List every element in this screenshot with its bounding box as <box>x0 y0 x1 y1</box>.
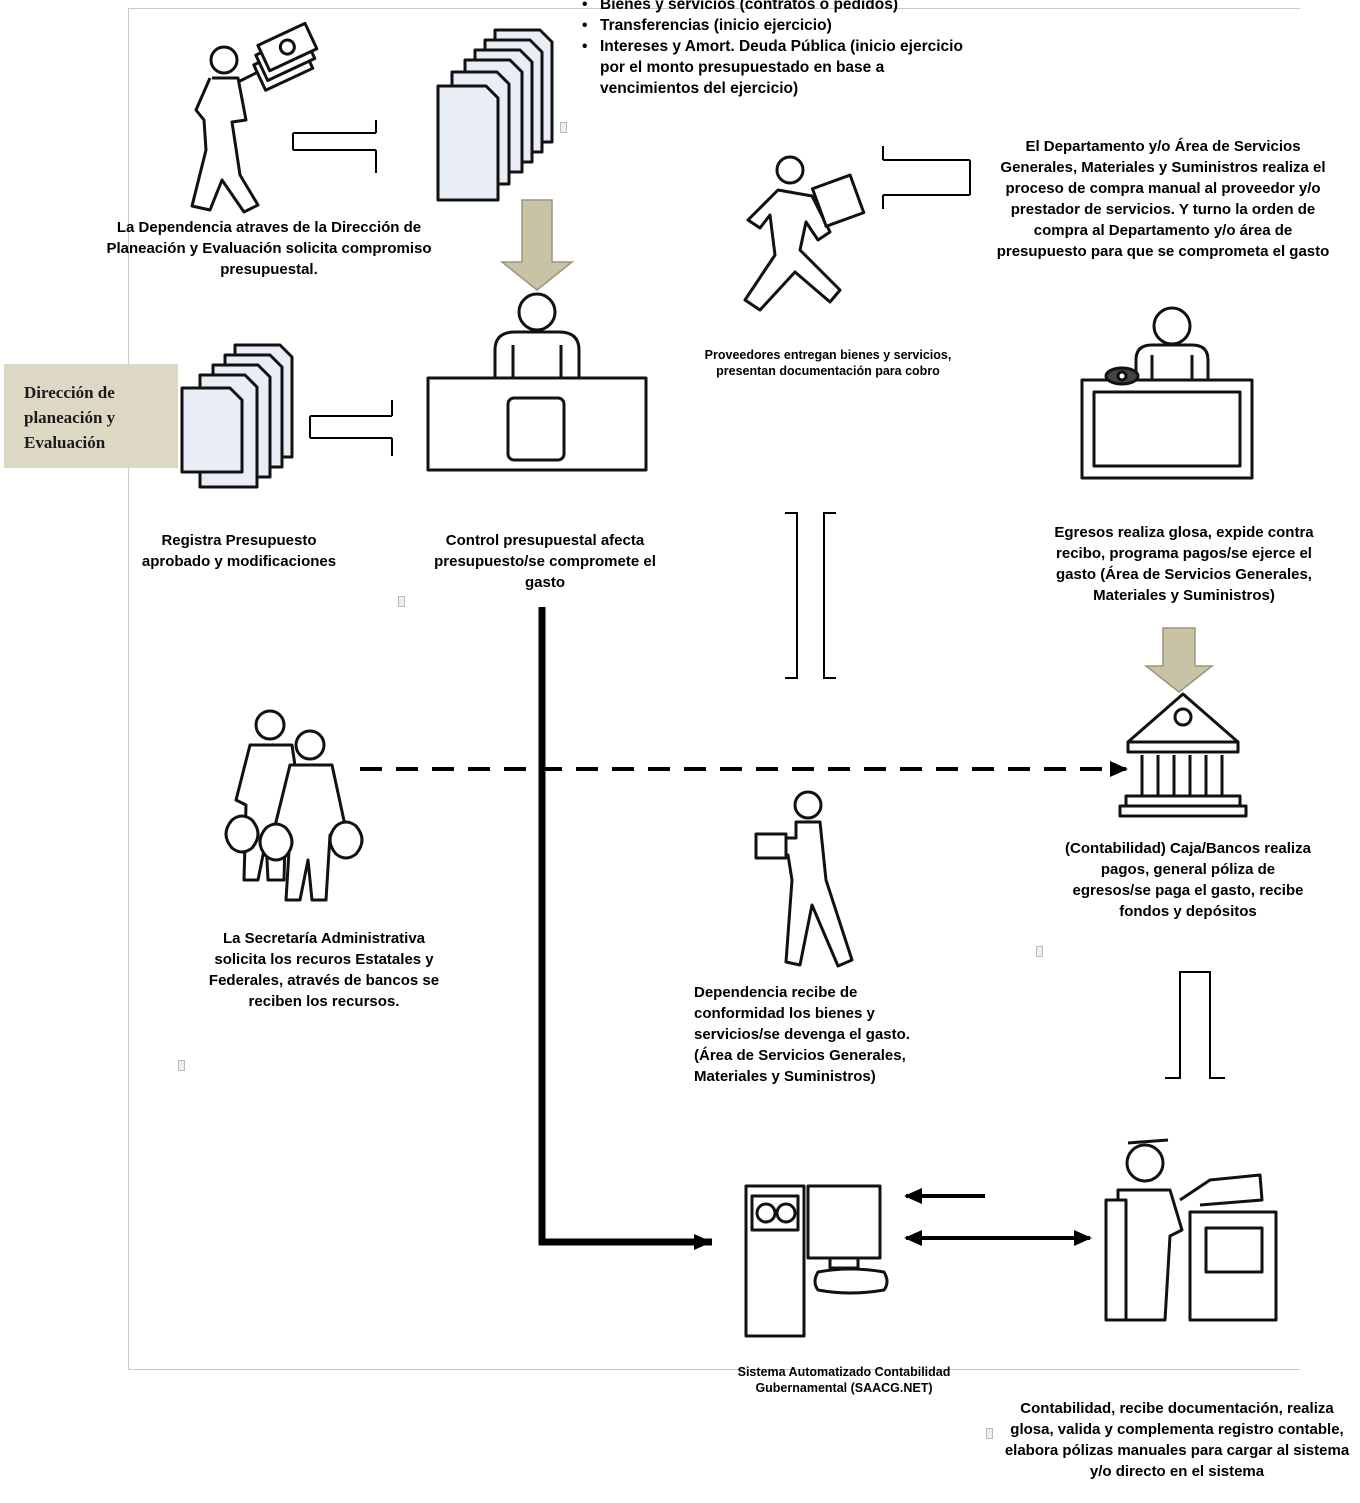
person-with-money-icon <box>190 21 319 214</box>
stray-mark <box>398 596 405 607</box>
bank-icon <box>1118 692 1248 818</box>
step-contabilidad-caja: (Contabilidad) Caja/Bancos realiza pagos… <box>1065 840 1311 920</box>
step-egresos: Egresos realiza glosa, expide contra rec… <box>1054 524 1314 604</box>
stray-mark <box>560 122 567 133</box>
step-registra-presupuesto: Registra Presupuesto aprobado y modifica… <box>141 532 337 570</box>
clerk-at-desk-icon <box>426 292 648 472</box>
bullet-item: Intereses y Amort. Deuda Pública (inicio… <box>578 36 978 99</box>
step-dependencia-recibe: Dependencia recibe de conformidad los bi… <box>694 984 910 1085</box>
bullet-item: Bienes y servicios (contratos o pedidos) <box>578 0 978 15</box>
label-line: Dirección de <box>24 383 115 402</box>
top-bullet-list: Bienes y servicios (contratos o pedidos)… <box>578 0 978 99</box>
stray-mark <box>1036 946 1043 957</box>
frame-bottom-line <box>128 1369 1300 1370</box>
label-line: planeación y <box>24 408 116 427</box>
receptionist-desk-icon <box>1080 306 1254 480</box>
stray-mark <box>178 1060 185 1071</box>
computer-icon <box>744 1184 889 1338</box>
person-carrying-box-icon <box>754 790 854 968</box>
step-control-presupuestal: Control presupuestal afecta presupuesto/… <box>434 532 656 591</box>
step-sistema: Sistema Automatizado Contabilidad Gubern… <box>737 1365 951 1395</box>
planeacion-label-box: Dirección de planeación y Evaluación <box>4 364 178 468</box>
frame-left-line <box>128 8 129 1370</box>
stray-mark <box>986 1428 993 1439</box>
label-line: Evaluación <box>24 433 106 452</box>
step-proveedores: Proveedores entregan bienes y servicios,… <box>704 348 952 378</box>
bullet-item: Transferencias (inicio ejercicio) <box>578 15 978 36</box>
step-solicita-compromiso: La Dependencia atraves de la Dirección d… <box>106 219 432 278</box>
stacked-documents-icon <box>436 28 554 202</box>
people-with-money-bags-icon <box>224 709 364 902</box>
step-servicios-generales: El Departamento y/o Área de Servicios Ge… <box>996 138 1330 260</box>
accountant-at-computer-icon <box>1104 1138 1278 1322</box>
step-secretaria: La Secretaría Administrativa solicita lo… <box>208 930 440 1010</box>
step-contabilidad-recibe: Contabilidad, recibe documentación, real… <box>1004 1400 1350 1480</box>
courier-person-icon <box>743 155 866 312</box>
documents-icon <box>180 343 294 489</box>
down-arrow-icon <box>499 199 575 291</box>
